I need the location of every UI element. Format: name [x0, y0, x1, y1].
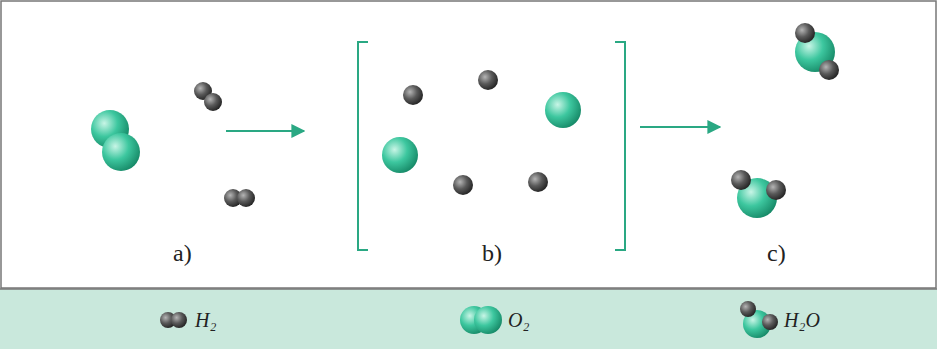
stage-label: c): [767, 240, 786, 267]
reaction-arrow: [226, 130, 304, 132]
stage-a-molecules: [91, 82, 255, 207]
bracket: [358, 42, 368, 250]
legend-text: O₂: [508, 309, 529, 332]
stage-label: b): [482, 240, 502, 267]
stage-b-atoms: [382, 70, 581, 195]
legend-h2o-icon: [740, 301, 778, 338]
stage-c-molecules: [731, 23, 839, 218]
legend-text: H₂: [195, 309, 216, 332]
legend-h2-icon: [160, 312, 187, 328]
legend-o2-icon: [460, 306, 502, 334]
panel-frame: [1, 1, 936, 288]
reaction-arrow: [640, 126, 720, 128]
bracket: [615, 42, 625, 250]
legend-text: H₂O: [784, 309, 820, 332]
legend-band: [0, 289, 937, 349]
stage-label: a): [173, 240, 192, 267]
